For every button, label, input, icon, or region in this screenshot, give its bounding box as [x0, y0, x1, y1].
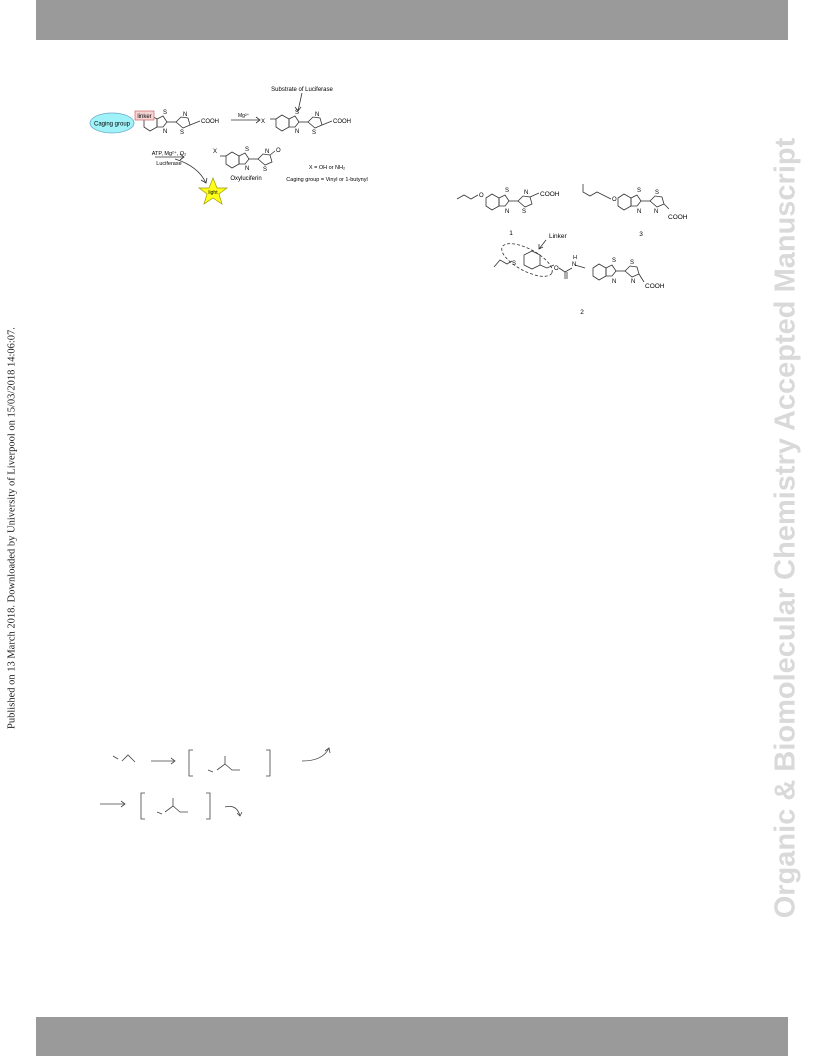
atom-x: X — [213, 149, 217, 155]
atom-s: S — [655, 190, 659, 196]
atom-n: N — [631, 279, 635, 285]
reagent-luciferase-label: Luciferase — [156, 161, 181, 167]
atom-s: S — [522, 209, 526, 215]
header-bar — [36, 0, 788, 40]
scheme-luciferin-uncaging: Caging group linker COOH S N N S Mg²⁺ X … — [89, 87, 368, 205]
light-label: light — [208, 190, 218, 196]
cooh-label: COOH — [540, 191, 560, 198]
cooh-label: COOH — [668, 214, 688, 221]
linker-ellipse — [501, 243, 553, 277]
atom-n: N — [637, 209, 641, 215]
atom-x: X — [261, 119, 265, 125]
atom-s: S — [512, 261, 516, 267]
cooh-label: COOH — [333, 119, 351, 125]
atom-n: N — [265, 149, 269, 155]
x-definition: X = OH or NH₂ — [309, 165, 345, 171]
atom-s: S — [630, 260, 634, 266]
atom-n: N — [524, 190, 528, 196]
cooh-label: COOH — [645, 283, 665, 290]
atom-o: O — [276, 148, 281, 154]
atom-s: S — [163, 110, 167, 116]
cooh-label: COOH — [201, 119, 219, 125]
atom-h: H — [573, 255, 577, 261]
linker-label: linker — [137, 114, 151, 120]
atom-s: S — [505, 188, 509, 194]
enzyme-label: Substrate of Luciferase — [271, 87, 333, 93]
journal-watermark-text: Organic & Biomolecular Chemistry Accepte… — [769, 137, 802, 919]
linker-box — [134, 110, 155, 121]
compound-label-3: 3 — [639, 231, 643, 238]
atom-n: N — [315, 112, 319, 118]
compound-label-2: 2 — [580, 309, 584, 316]
atom-n: N — [505, 209, 509, 215]
atom-n: N — [245, 166, 249, 172]
atom-s: S — [295, 110, 299, 116]
atom-n: N — [612, 279, 616, 285]
linker-label: Linker — [549, 233, 568, 240]
compound-label-1: 1 — [509, 230, 513, 237]
atom-s: S — [263, 167, 267, 173]
atom-n: N — [163, 129, 167, 135]
atom-o: O — [554, 266, 559, 272]
atom-s: S — [180, 130, 184, 136]
atom-o: O — [612, 197, 617, 203]
reagent-atp-label: ATP, Mg²⁺, O₂ — [152, 150, 186, 157]
footer-bar — [36, 1017, 788, 1056]
atom-n: N — [572, 262, 576, 268]
atom-n: N — [654, 209, 658, 215]
atom-o: O — [479, 193, 484, 199]
light-star — [197, 177, 229, 205]
atom-n: N — [295, 129, 299, 135]
journal-watermark: Organic & Biomolecular Chemistry Accepte… — [756, 0, 816, 1056]
atom-n: N — [183, 112, 187, 118]
atom-s: S — [612, 258, 616, 264]
caging-group-ellipse — [89, 112, 135, 134]
provenance-note: Published on 13 March 2018. Downloaded b… — [0, 0, 24, 1056]
oxyluciferin-label: Oxyluciferin — [230, 176, 261, 182]
reagent-mg-label: Mg²⁺ — [238, 113, 250, 119]
provenance-text: Published on 13 March 2018. Downloaded b… — [6, 327, 18, 729]
caging-group-label: Caging group — [94, 122, 131, 128]
atom-s: S — [637, 188, 641, 194]
scheme-compounds: O S N N S COOH 1 O S N S N COOH 3 Linker… — [456, 184, 688, 316]
scheme-reaction-sketch — [100, 747, 331, 820]
atom-s: S — [245, 147, 249, 153]
atom-s: S — [312, 130, 316, 136]
caging-definition: Caging group = Vinyl or 1-butynyl — [286, 177, 367, 183]
